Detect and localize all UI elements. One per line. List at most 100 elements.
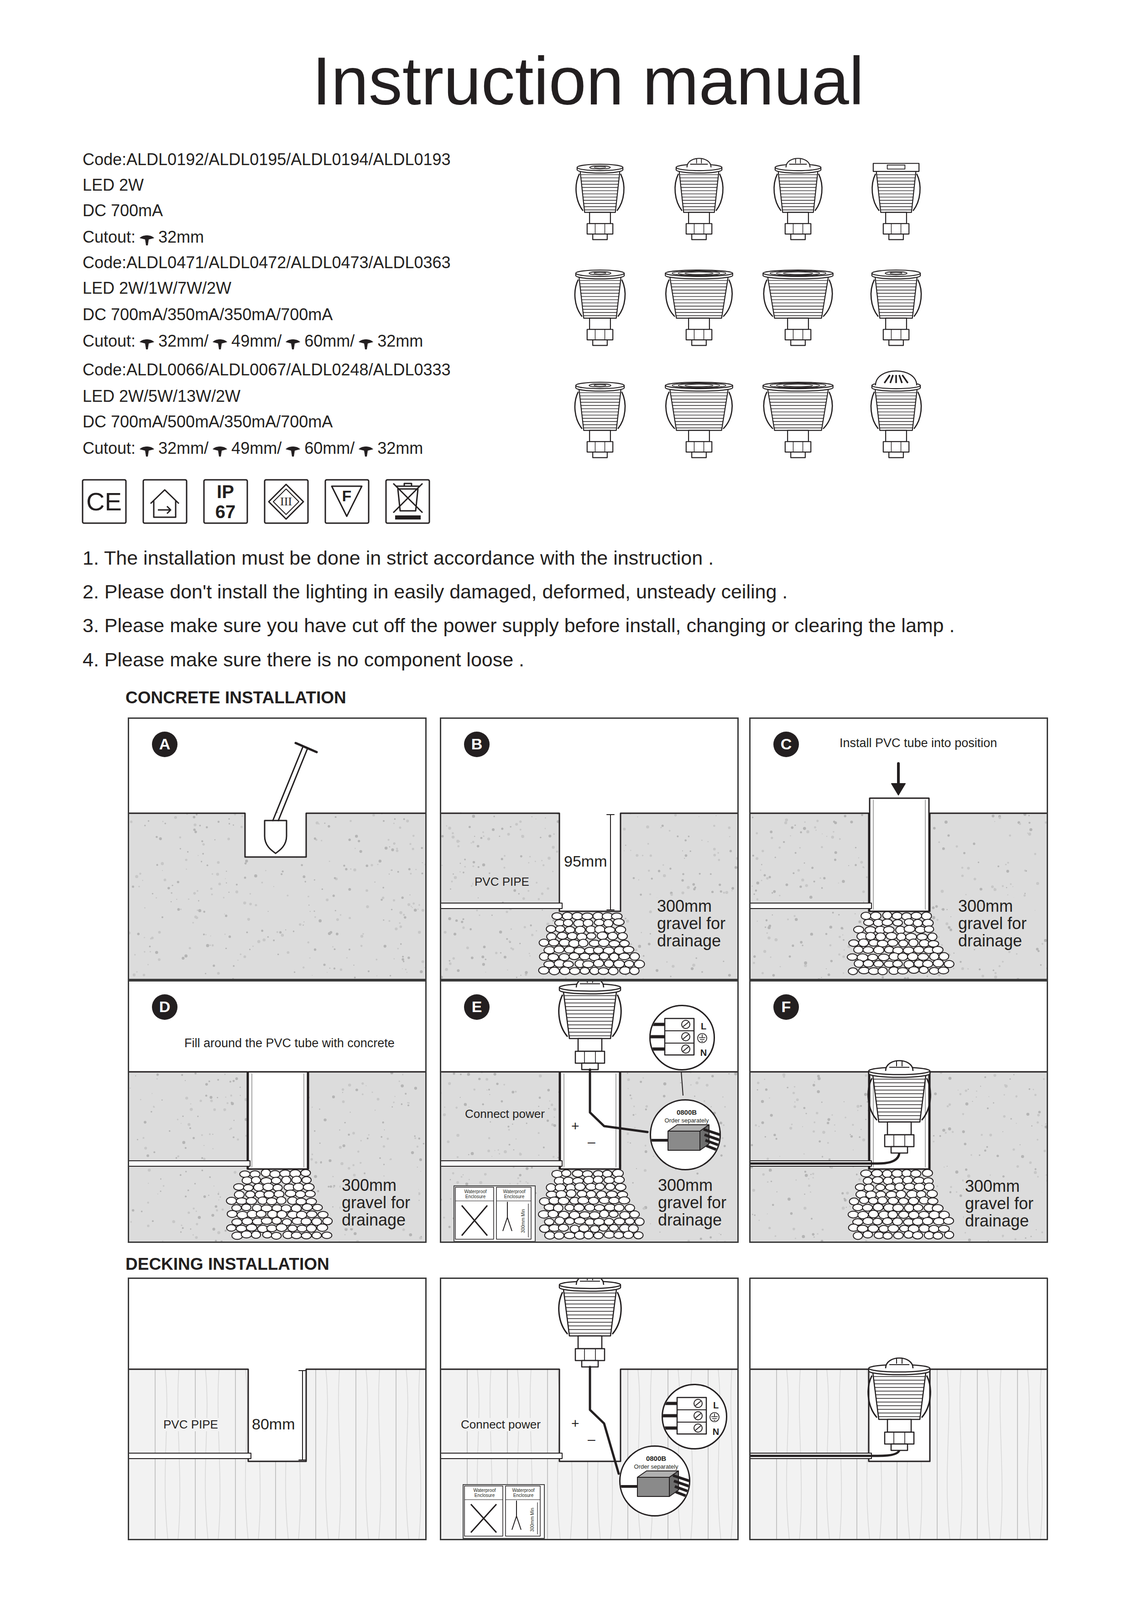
concrete-speckle: [441, 865, 444, 867]
lamp-part: [768, 395, 828, 397]
lamp-part: [880, 206, 913, 208]
concrete-speckle: [365, 864, 369, 868]
concrete-speckle: [396, 847, 398, 850]
lamp-part: [876, 398, 916, 400]
gravel-stone: [271, 1217, 282, 1225]
concrete-speckle: [318, 1108, 321, 1111]
lamp-figure: [675, 158, 724, 240]
concrete-speckle: [311, 1106, 313, 1109]
concrete-speckle: [669, 975, 672, 978]
lamp-part: [579, 286, 620, 287]
lamp-part: [772, 417, 824, 419]
concrete-speckle: [235, 890, 239, 894]
concrete-speckle: [803, 862, 806, 865]
concrete-speckle: [254, 904, 257, 907]
concrete-speckle: [402, 913, 405, 916]
concrete-speckle: [217, 1231, 221, 1235]
concrete-speckle: [769, 830, 773, 834]
concrete-speckle: [334, 816, 337, 819]
concrete-speckle: [249, 893, 252, 896]
lamp-part: [781, 199, 815, 201]
gravel-stone: [913, 946, 924, 954]
concrete-speckle: [499, 930, 503, 934]
concrete-speckle: [556, 850, 559, 854]
concrete-speckle: [314, 1161, 318, 1165]
concrete-speckle: [518, 1174, 522, 1177]
gravel-stone: [572, 912, 584, 921]
concrete-speckle: [684, 839, 687, 842]
concrete-speckle: [409, 872, 412, 875]
concrete-speckle: [462, 918, 465, 921]
icon-stroke: [150, 490, 179, 518]
concrete-speckle: [244, 876, 247, 880]
gravel-stone: [559, 939, 571, 947]
concrete-speckle: [215, 1209, 219, 1212]
concrete-speckle: [211, 944, 214, 947]
gravel-stone: [285, 1190, 296, 1198]
concrete-speckle: [224, 1074, 226, 1075]
concrete-speckle: [448, 917, 451, 921]
concrete-speckle: [827, 973, 831, 977]
concrete-speckle: [725, 891, 729, 895]
concrete-speckle: [205, 826, 209, 829]
lamp-part: [592, 234, 608, 240]
concrete-speckle: [342, 1144, 346, 1148]
lamp-part: [691, 339, 707, 346]
concrete-speckle: [187, 1211, 190, 1215]
concrete-speckle: [232, 1080, 235, 1083]
concrete-speckle: [766, 932, 768, 935]
concrete-speckle: [228, 892, 230, 893]
concrete-speckle: [544, 828, 547, 830]
gravel-stone: [262, 1183, 274, 1191]
concrete-speckle: [767, 926, 771, 930]
concrete-speckle: [313, 879, 316, 882]
concrete-speckle: [217, 820, 220, 824]
gravel-stone: [547, 954, 559, 962]
lamp-part: [583, 427, 617, 429]
concrete-speckle: [192, 1137, 195, 1140]
lamp-part: [683, 209, 715, 211]
lamp-part: [876, 401, 916, 403]
lamp-part: [792, 329, 803, 340]
concrete-speckle: [225, 871, 227, 872]
gravel-stone: [848, 940, 859, 947]
concrete-speckle: [443, 931, 447, 934]
concrete-speckle: [649, 1223, 652, 1226]
concrete-speckle: [357, 839, 360, 843]
concrete-speckle: [228, 935, 231, 939]
concrete-speckle: [348, 949, 351, 951]
concrete-speckle: [541, 892, 544, 896]
concrete-speckle: [842, 972, 845, 975]
concrete-speckle: [936, 918, 939, 922]
concrete-speckle: [779, 966, 782, 968]
concrete-speckle: [228, 818, 230, 820]
concrete-speckle: [151, 1220, 154, 1223]
gravel-stone: [617, 933, 628, 941]
lamp-part: [579, 398, 620, 400]
concrete-speckle: [218, 1199, 220, 1201]
concrete-speckle: [470, 842, 473, 845]
lamp-part: [581, 299, 619, 300]
concrete-speckle: [265, 870, 267, 872]
concrete-speckle: [236, 1138, 240, 1142]
concrete-speckle: [396, 849, 399, 853]
concrete-speckle: [715, 815, 717, 817]
concrete-speckle: [363, 1173, 366, 1175]
concrete-speckle: [209, 944, 211, 946]
concrete-speckle: [377, 864, 379, 866]
concrete-speckle: [389, 846, 391, 848]
concrete-speckle: [374, 1110, 376, 1112]
gravel-stone: [322, 1232, 333, 1239]
concrete-speckle: [472, 841, 475, 844]
gravel-stone: [226, 1225, 236, 1232]
gravel-stone: [892, 912, 903, 920]
concrete-speckle: [205, 1083, 209, 1086]
concrete-speckle: [313, 1130, 316, 1132]
concrete-speckle: [799, 847, 801, 849]
concrete-speckle: [199, 1100, 202, 1103]
lamp-part: [671, 286, 727, 287]
concrete-speckle: [344, 1122, 346, 1124]
concrete-speckle: [328, 1159, 332, 1163]
lamp-part: [580, 401, 620, 403]
concrete-speckle: [1006, 862, 1009, 865]
